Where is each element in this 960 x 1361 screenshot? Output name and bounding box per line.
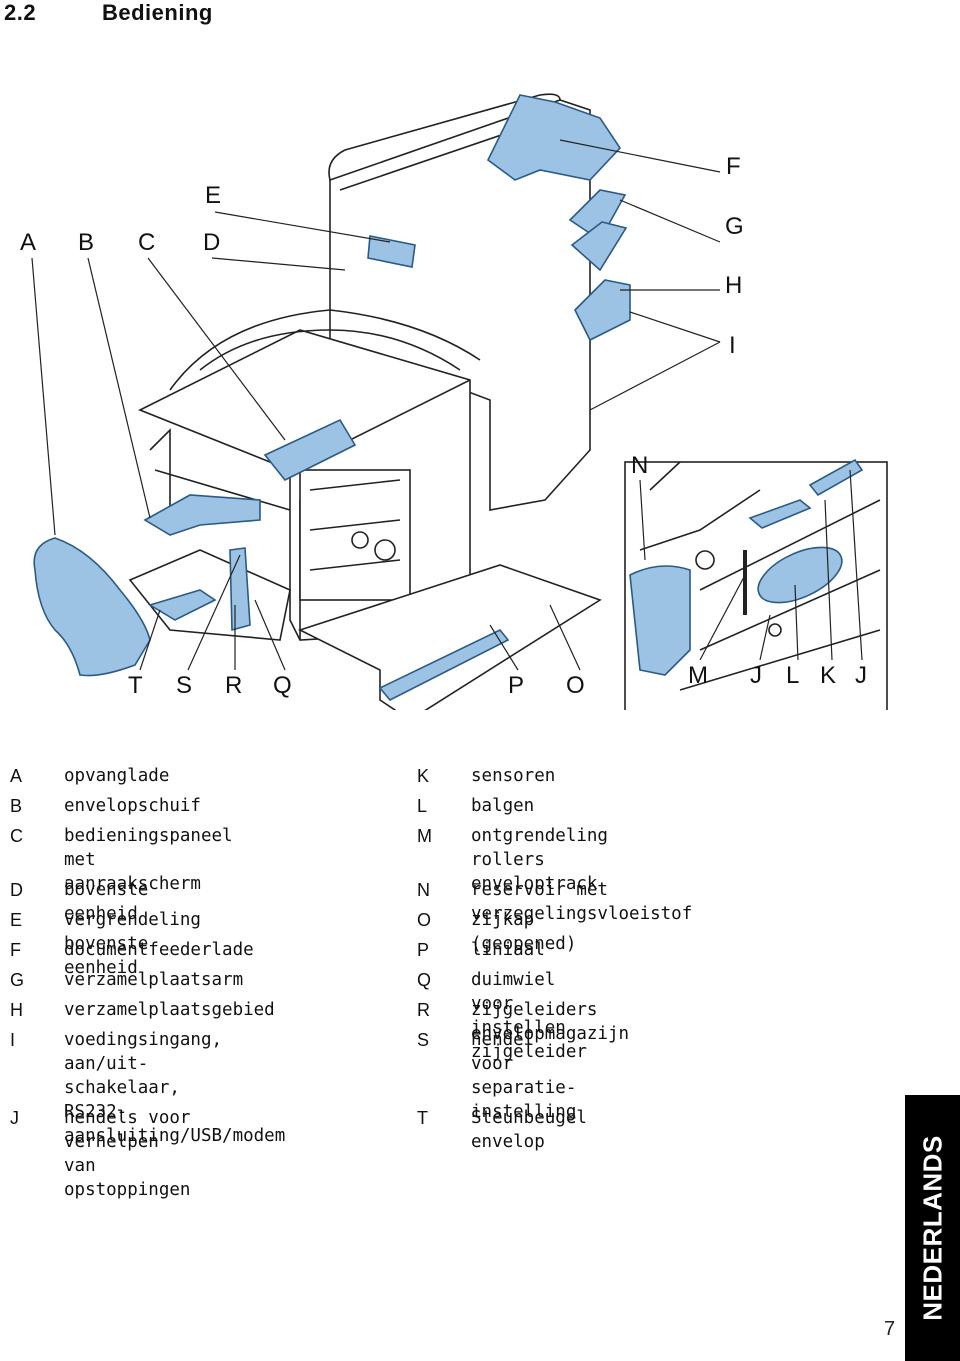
legend-key: R — [417, 1000, 430, 1020]
legend-key: J — [10, 1108, 19, 1128]
legend-key: E — [10, 910, 23, 930]
callout-T: T — [128, 672, 143, 699]
callout-C: C — [138, 229, 156, 256]
legend-key: M — [417, 826, 432, 846]
legend-key: G — [10, 970, 25, 990]
legend-text: documentfeederlade — [64, 940, 254, 960]
section-number: 2.2 — [4, 0, 37, 25]
legend-text: voedingsingang, aan/uit- schakelaar, RS2… — [64, 1030, 286, 1146]
legend-text: envelopschuif — [64, 796, 201, 816]
legend-key: H — [10, 1000, 23, 1020]
callout-B: B — [78, 229, 95, 256]
language-tab: NEDERLANDS — [905, 1095, 960, 1361]
legend-text: opvanglade — [64, 766, 170, 786]
legend-text: sensoren — [471, 766, 556, 786]
callout-A: A — [20, 229, 37, 256]
output-tray — [33, 537, 151, 677]
legend-text: hendel voor separatie-instelling — [471, 1030, 577, 1122]
legend-key: C — [10, 826, 23, 846]
legend-text: balgen — [471, 796, 535, 816]
legend-text: zijkap (geopened) — [471, 910, 577, 954]
legend-text: duimwiel voor instellen zijgeleider — [471, 970, 587, 1062]
machine-illustration — [31, 93, 888, 725]
callout-L: L — [786, 662, 800, 689]
callout-P: P — [508, 672, 525, 699]
legend-text: liniaal — [471, 940, 545, 960]
section-title: Bediening — [102, 0, 213, 25]
callout-I: I — [729, 332, 736, 359]
page-number: 7 — [884, 1318, 896, 1340]
callout-J-right: J — [855, 662, 867, 689]
legend-text: reservoir met verzegelingsvloeistof — [471, 880, 693, 924]
callout-S: S — [176, 672, 193, 699]
callout-K: K — [820, 662, 837, 689]
machine-figure: A B C D E F G H I N T S R Q P O M J L K … — [0, 30, 960, 725]
legend-key: A — [10, 766, 23, 786]
language-tab-label: NEDERLANDS — [917, 1135, 947, 1321]
legend-key: O — [417, 910, 432, 930]
callout-F: F — [726, 153, 741, 180]
legend-text: Steunbeugel envelop — [471, 1108, 587, 1152]
legend-text: vergrendeling bovenste eenheid — [64, 910, 201, 978]
legend-text: verzamelplaatsgebied — [64, 1000, 275, 1020]
legend-key: D — [10, 880, 23, 900]
callout-O: O — [566, 672, 585, 699]
callout-G: G — [725, 213, 744, 240]
legend-key: B — [10, 796, 23, 816]
legend-key: I — [10, 1030, 16, 1050]
legend-key: T — [417, 1108, 428, 1128]
legend-key: N — [417, 880, 430, 900]
callout-J-left: J — [750, 662, 762, 689]
legend-text: verzamelplaatsarm — [64, 970, 244, 990]
section-heading: 2.2 Bediening — [0, 0, 960, 26]
legend-text: ontgrendeling rollers enveloptrack — [471, 826, 608, 894]
callout-N: N — [631, 452, 649, 479]
callout-D: D — [203, 229, 221, 256]
legend-text: hendels voor verhelpen van opstoppingen — [64, 1108, 191, 1200]
legend-text: zijgeleiders envelopmagazijn — [471, 1000, 630, 1044]
callout-H: H — [725, 272, 743, 299]
callout-M: M — [688, 662, 708, 689]
legend-key: P — [417, 940, 430, 960]
legend-key: L — [417, 796, 428, 816]
callout-E: E — [205, 182, 222, 209]
legend-key: Q — [417, 970, 432, 990]
callout-R: R — [225, 672, 243, 699]
legend-text: bedieningspaneel met aanraakscherm — [64, 826, 233, 894]
legend-key: S — [417, 1030, 430, 1050]
legend-text: bovenste eenheid — [64, 880, 149, 924]
legend-key: F — [10, 940, 21, 960]
legend-key: K — [417, 766, 430, 786]
callout-Q: Q — [273, 672, 292, 699]
